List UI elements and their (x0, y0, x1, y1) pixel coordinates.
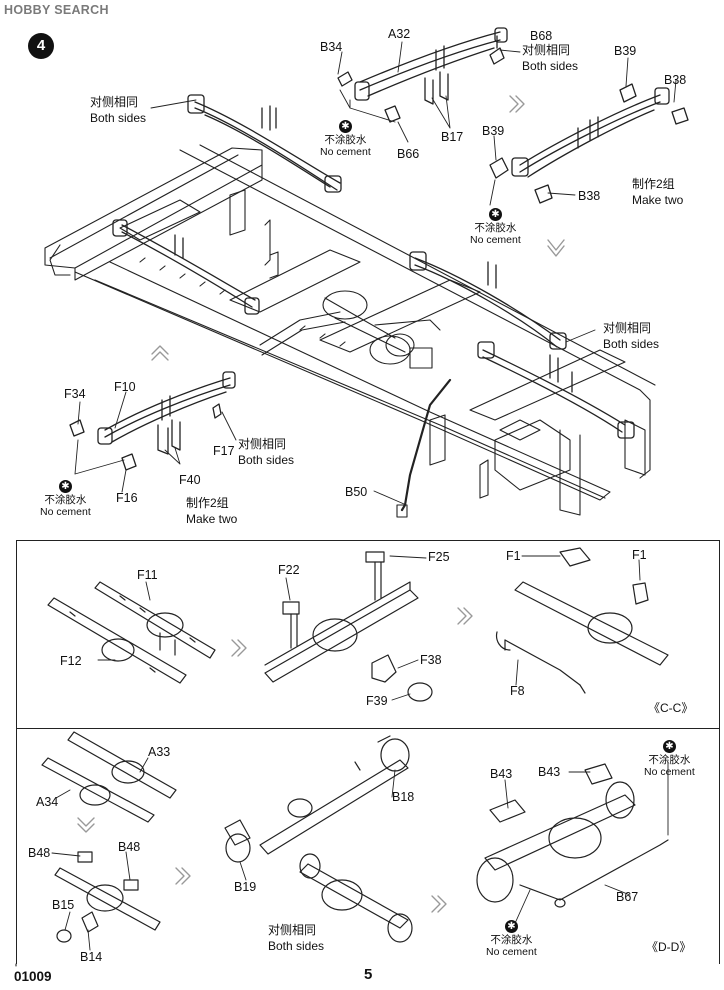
callout-both-sides-cn-b68: 对侧相同 (522, 43, 571, 57)
section-divider-dd (16, 728, 720, 729)
no-cement-icon: ✱ (504, 920, 518, 933)
no-cement-note-top: ✱ 不涂胶水 No cement (320, 120, 371, 158)
callout-both-sides-cn-topleft: 对侧相同 (90, 95, 139, 109)
product-code: 01009 (14, 969, 52, 984)
callout-both-sides-en-f17: Both sides (238, 453, 295, 467)
part-label-f12: F12 (60, 654, 82, 668)
part-label-f1-right: F1 (632, 548, 647, 562)
callout-both-sides-cn-mid: 对侧相同 (603, 321, 652, 335)
chassis-leaf-springs (112, 94, 635, 439)
callout-both-sides-en-b68: Both sides (522, 59, 579, 73)
part-label-b38-lower: B38 (578, 189, 601, 203)
part-label-a34: A34 (36, 795, 59, 809)
no-cement-note-right: ✱ 不涂胶水 No cement (470, 208, 521, 246)
no-cement-cn: 不涂胶水 (474, 222, 517, 234)
callout-make-two-cn-left: 制作2组 (186, 496, 229, 510)
no-cement-cn: 不涂胶水 (324, 134, 367, 146)
callout-both-sides-en-dd: Both sides (268, 939, 325, 953)
flow-arrows (77, 95, 565, 913)
part-label-b15: B15 (52, 898, 75, 912)
part-label-b66: B66 (397, 147, 420, 161)
step-number-badge: 4 (28, 33, 54, 59)
no-cement-note-dd-top: ✱ 不涂胶水 No cement (644, 740, 695, 778)
hobby-search-watermark: HOBBY SEARCH (4, 3, 109, 17)
part-label-f10: F10 (114, 380, 136, 394)
part-label-b67: B67 (616, 890, 639, 904)
part-label-b68: B68 (530, 29, 553, 43)
cc-axle-parts (47, 547, 669, 702)
part-label-b18: B18 (392, 790, 415, 804)
part-label-b19: B19 (234, 880, 257, 894)
no-cement-en: No cement (486, 946, 537, 958)
callout-make-two-cn-right: 制作2组 (632, 177, 675, 191)
no-cement-icon: ✱ (338, 120, 352, 133)
part-label-b39-upper: B39 (614, 44, 637, 58)
leader-lines-top (74, 41, 677, 505)
section-id-cc: 《C-C》 (648, 701, 694, 715)
part-label-b14: B14 (80, 950, 103, 964)
page-number: 5 (364, 966, 373, 983)
no-cement-icon: ✱ (662, 740, 676, 753)
callout-make-two-en-left: Make two (186, 512, 238, 526)
part-label-f38: F38 (420, 653, 442, 667)
no-cement-note-dd-bottom: ✱ 不涂胶水 No cement (486, 920, 537, 958)
callout-both-sides-cn-f17: 对侧相同 (238, 437, 287, 451)
part-label-b39-lower: B39 (482, 124, 505, 138)
part-label-f1-left: F1 (506, 549, 521, 563)
callout-both-sides-cn-dd: 对侧相同 (268, 923, 317, 937)
section-id-dd: 《D-D》 (646, 940, 692, 954)
part-label-a32: A32 (388, 27, 411, 41)
section-divider-cc (16, 540, 720, 541)
cc-leader-lines (97, 555, 641, 701)
part-label-f22: F22 (278, 563, 300, 577)
part-label-f34: F34 (64, 387, 86, 401)
spring-a32-exploded (337, 27, 508, 123)
chassis-frame-drawing (44, 144, 656, 518)
part-label-f39: F39 (366, 694, 388, 708)
no-cement-en: No cement (470, 234, 521, 246)
no-cement-cn: 不涂胶水 (490, 934, 533, 946)
no-cement-cn: 不涂胶水 (648, 754, 691, 766)
part-label-f25: F25 (428, 550, 450, 564)
part-label-b43-left: B43 (490, 767, 513, 781)
part-label-f11: F11 (137, 568, 158, 582)
dd-leader-lines (51, 757, 669, 951)
no-cement-en: No cement (320, 146, 371, 158)
part-label-b34: B34 (320, 40, 343, 54)
part-label-b38-upper: B38 (664, 73, 687, 87)
part-label-b17: B17 (441, 130, 464, 144)
no-cement-cn: 不涂胶水 (44, 494, 87, 506)
no-cement-note-left: ✱ 不涂胶水 No cement (40, 480, 91, 518)
no-cement-en: No cement (644, 766, 695, 778)
callout-make-two-en-right: Make two (632, 193, 684, 207)
no-cement-icon: ✱ (58, 480, 72, 493)
callout-both-sides-en-mid: Both sides (603, 337, 660, 351)
part-label-f8: F8 (510, 684, 525, 698)
callout-both-sides-en-topleft: Both sides (90, 111, 147, 125)
spring-f10-exploded (69, 371, 236, 471)
no-cement-en: No cement (40, 506, 91, 518)
part-label-a33: A33 (148, 745, 171, 759)
section-left-rule (16, 540, 17, 964)
part-label-b50: B50 (345, 485, 368, 499)
part-label-f40: F40 (179, 473, 201, 487)
part-label-f16: F16 (116, 491, 138, 505)
part-label-b43-right: B43 (538, 765, 561, 779)
part-label-f17: F17 (213, 444, 235, 458)
section-right-rule (719, 540, 720, 964)
no-cement-icon: ✱ (488, 208, 502, 221)
part-label-b48-right: B48 (118, 840, 141, 854)
part-label-b48-left: B48 (28, 846, 51, 860)
dd-axle-parts (41, 731, 669, 943)
spring-b39-b38-exploded (489, 83, 689, 204)
